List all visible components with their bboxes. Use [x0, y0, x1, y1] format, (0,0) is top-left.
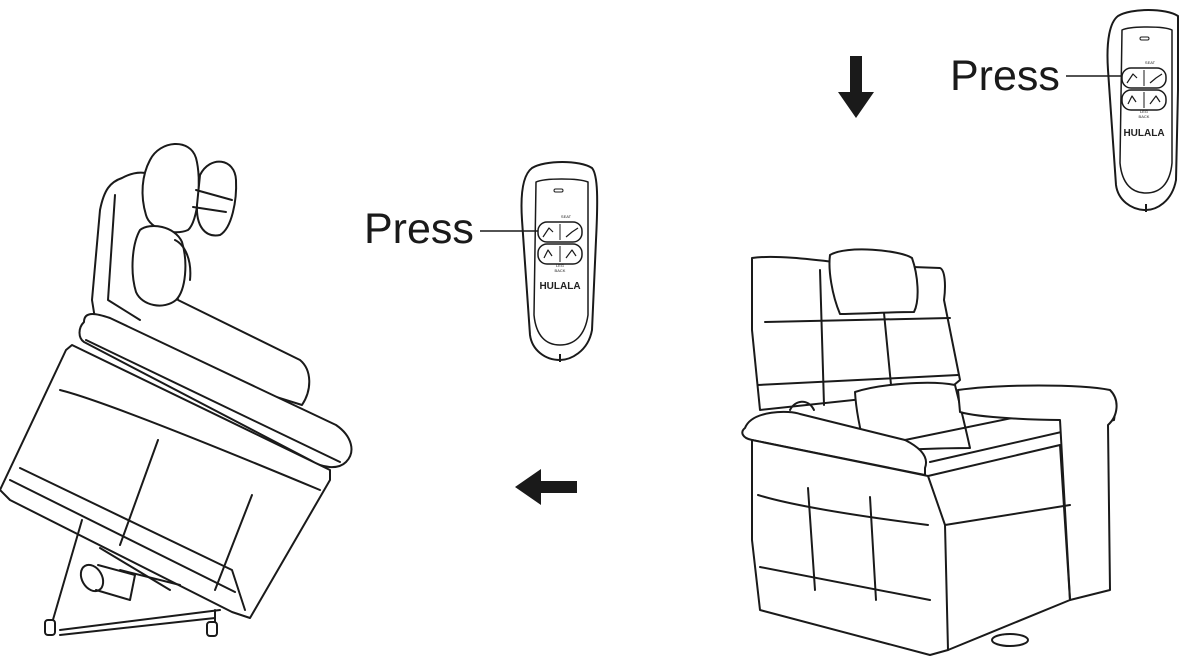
head-pillow [829, 249, 917, 314]
press-label-left: Press [364, 208, 474, 251]
remote-seat-label: SEAT [561, 214, 572, 219]
remote-back-label: BACK [555, 268, 566, 273]
remote-brand-label: HULALA [1123, 128, 1164, 139]
upright-lift-chair [742, 249, 1116, 655]
down-arrow-icon [838, 56, 874, 118]
remote-control-left [521, 162, 597, 362]
remote-brand-label: HULALA [539, 281, 580, 292]
press-label-right: Press [950, 55, 1060, 98]
tilted-lift-chair [0, 144, 351, 636]
remote-back-label: BACK [1139, 114, 1150, 119]
remote-seat-label: SEAT [1145, 60, 1156, 65]
chair-armrest-right [958, 386, 1117, 601]
left-arrow-icon [515, 469, 577, 505]
